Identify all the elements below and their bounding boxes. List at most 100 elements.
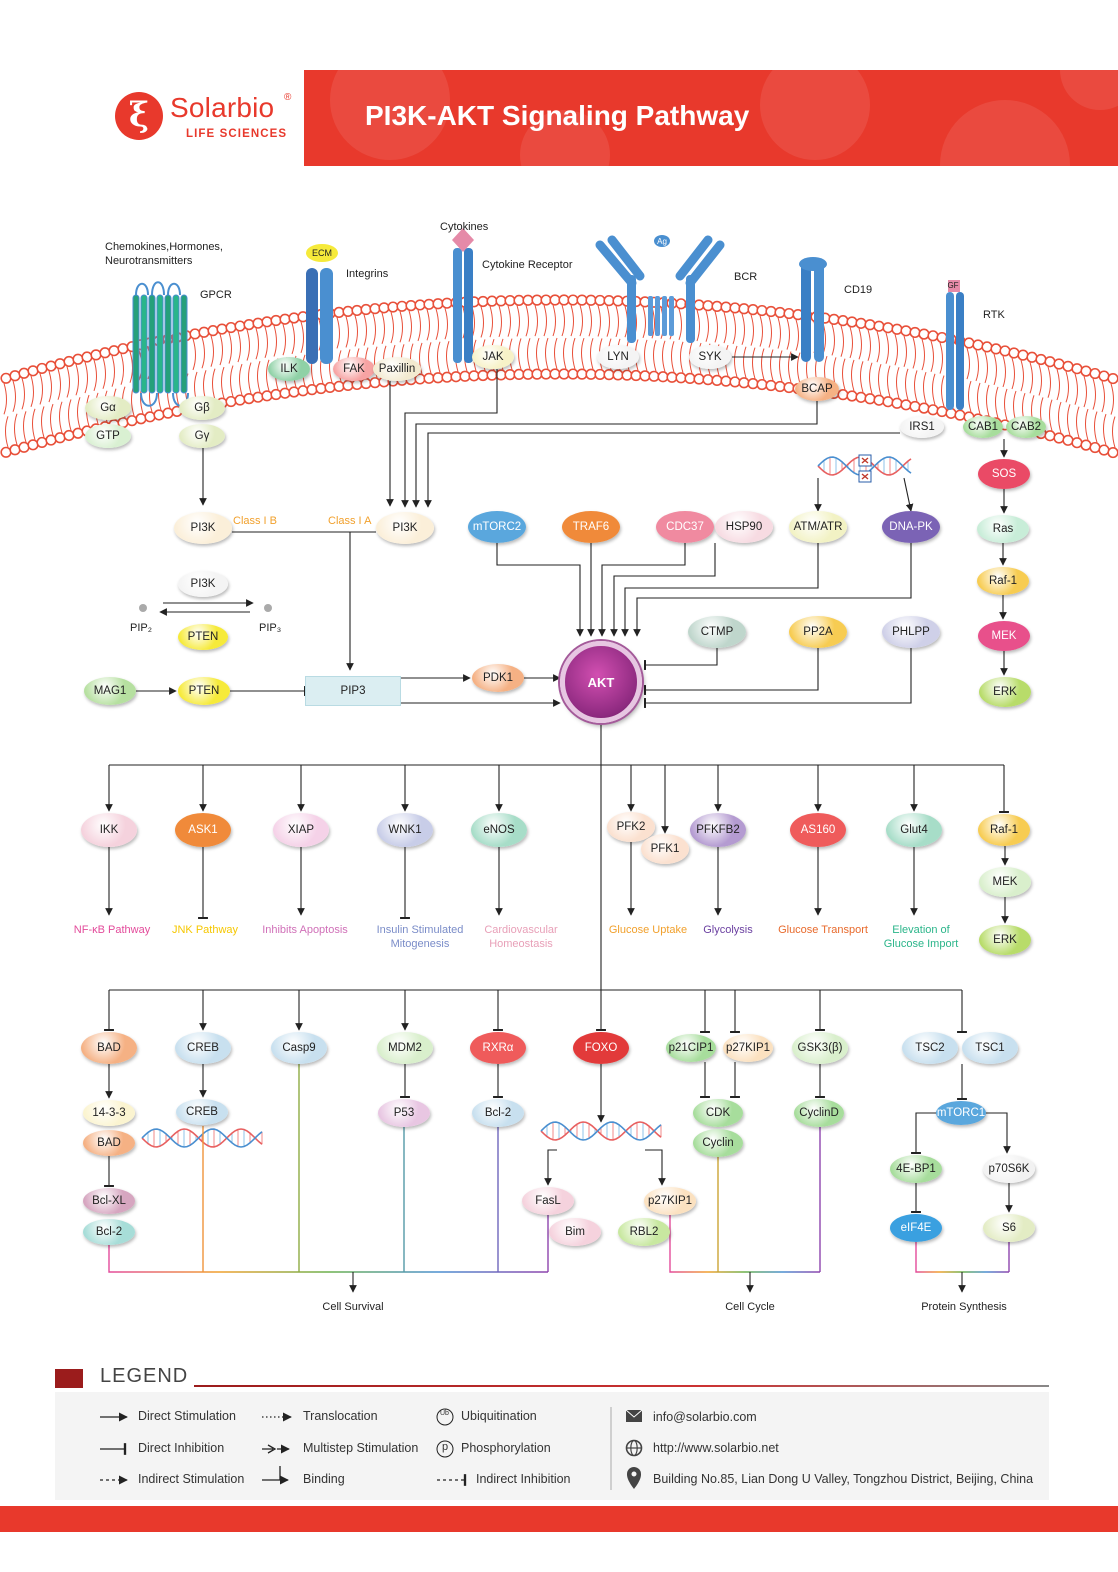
node-erk-mid: ERK <box>979 925 1031 955</box>
inhibition-edge <box>644 648 718 670</box>
lipid-tail <box>851 359 855 392</box>
lipid-tail <box>5 416 9 448</box>
node-creb: CREB <box>175 1032 231 1064</box>
gpcr-helix <box>140 294 148 394</box>
legend-accent-bar <box>55 1369 83 1388</box>
lipid-head <box>756 304 768 317</box>
lipid-head <box>261 390 273 402</box>
lipid-head <box>504 295 516 307</box>
lipid-head <box>495 295 507 307</box>
node-bcl2-b: Bcl-2 <box>472 1099 524 1127</box>
outcome-connector <box>108 1064 549 1273</box>
lipid-head <box>567 294 579 306</box>
lipid-tail <box>570 304 574 337</box>
lipid-head <box>288 312 300 324</box>
lipid-head <box>738 377 750 389</box>
lipid-tail <box>579 304 583 337</box>
lipid-tail <box>1020 359 1024 392</box>
location-pin-icon <box>627 1467 641 1489</box>
lipid-head <box>576 368 588 380</box>
node-pfkfb2: PFKFB2 <box>690 813 746 847</box>
node-creb2: CREB <box>176 1099 228 1125</box>
lipid-tail <box>102 357 106 389</box>
lipid-head <box>918 402 930 414</box>
lipid-tail <box>1110 383 1114 415</box>
lipid-head <box>27 365 39 377</box>
lipid-tail <box>984 351 988 384</box>
lipid-tail <box>228 332 232 364</box>
lipid-tail <box>30 375 34 408</box>
lipid-head <box>225 395 237 408</box>
node-pdk1: PDK1 <box>472 664 524 692</box>
bcr-heavy-chain <box>686 275 695 343</box>
lipid-head <box>594 368 606 381</box>
lipid-tail <box>1103 413 1107 446</box>
lipid-head <box>423 298 435 310</box>
node-mtorc1: mTORC1 <box>936 1101 986 1125</box>
lipid-tail <box>968 380 972 413</box>
lipid-head <box>495 369 507 381</box>
lipid-tail <box>77 397 81 429</box>
lipid-head <box>36 362 48 375</box>
lipid-head <box>1071 363 1083 375</box>
lipid-head <box>1035 353 1047 366</box>
label-rtk: RTK <box>983 309 1005 321</box>
lipid-tail <box>428 342 432 374</box>
lipid-head <box>1008 347 1020 359</box>
lipid-head <box>549 294 561 306</box>
contact-website[interactable]: http://www.solarbio.net <box>653 1441 779 1455</box>
lipid-tail <box>779 350 783 382</box>
lipid-head <box>945 407 957 419</box>
node-hsp90: HSP90 <box>715 511 773 543</box>
stimulation-edge <box>645 1149 666 1186</box>
lipid-head <box>351 304 363 317</box>
lipid-tail <box>993 353 997 386</box>
rtk-chain <box>946 292 954 410</box>
legend-item: Indirect Inhibition <box>476 1472 571 1486</box>
lipid-head <box>864 319 876 331</box>
lipid-tail <box>788 351 792 383</box>
lipid-head <box>576 294 588 306</box>
lipid-tail <box>1074 373 1078 405</box>
lipid-tail <box>1112 416 1116 448</box>
lipid-tail <box>714 311 718 343</box>
stimulation-edge <box>401 369 498 508</box>
lipid-head <box>45 360 57 372</box>
node-ilk: ILK <box>268 357 310 381</box>
lipid-tail <box>1094 411 1098 443</box>
lipid-tail <box>419 342 423 375</box>
lipid-tail <box>975 349 979 382</box>
node-phlpp: PHLPP <box>882 616 940 648</box>
lipid-tail <box>437 341 441 373</box>
lipid-head <box>72 353 84 365</box>
node-xiap: XIAP <box>273 813 329 847</box>
pip3-dot <box>264 604 272 612</box>
lipid-head <box>279 387 291 399</box>
legend-item: Binding <box>303 1472 345 1486</box>
lipid-head <box>1098 370 1110 382</box>
lipid-tail <box>606 305 610 337</box>
lipid-head <box>432 372 444 384</box>
label-integrins: Integrins <box>346 268 389 280</box>
dna-helices <box>141 454 912 1148</box>
label-cardio: Cardiovascular Homeostasis <box>484 924 558 950</box>
lipid-head <box>477 369 489 382</box>
lipid-head <box>648 370 660 382</box>
node-p53: P53 <box>378 1099 430 1127</box>
lipid-tail <box>282 324 286 356</box>
lipid-head <box>54 358 66 370</box>
integrin-beta <box>320 268 333 364</box>
lipid-tail <box>896 367 900 399</box>
node-cyclin: Cyclin <box>693 1129 743 1157</box>
lipid-head <box>936 331 948 344</box>
lipid-head <box>783 307 795 320</box>
multistep-stimulation-symbol <box>262 1445 289 1453</box>
lipid-tail <box>111 355 115 387</box>
cell-membrane <box>0 294 1118 459</box>
contact-email[interactable]: info@solarbio.com <box>653 1410 757 1424</box>
node-bim: Bim <box>549 1218 601 1246</box>
label-elevation: Elevation of Glucose Import <box>883 924 959 950</box>
lipid-tail <box>786 318 790 350</box>
lipid-head <box>342 379 354 391</box>
